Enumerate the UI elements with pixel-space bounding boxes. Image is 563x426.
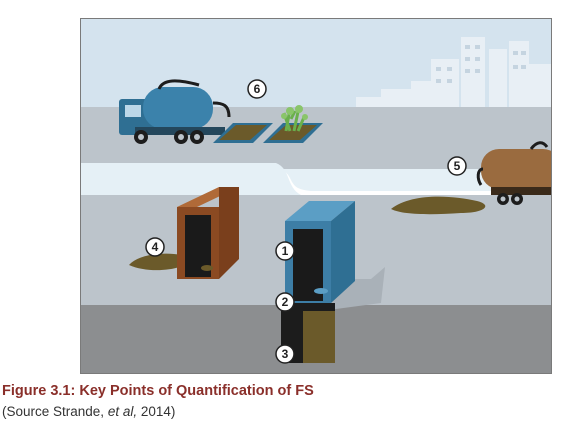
drying-bed-planted [263, 105, 323, 143]
source-text-end: 2014) [137, 404, 176, 419]
city-skyline [356, 37, 551, 109]
marker-6: 6 [247, 79, 267, 99]
svg-text:1: 1 [282, 244, 289, 258]
drying-bed-sludge [213, 123, 273, 143]
svg-text:3: 3 [282, 347, 289, 361]
source-text-start: (Source Strande, [2, 404, 108, 419]
skyline-windows [436, 45, 526, 83]
water-band-right [81, 169, 551, 191]
marker-4: 4 [145, 237, 165, 257]
marker-1: 1 [275, 241, 295, 261]
figure-caption-title: Figure 3.1: Key Points of Quantification… [2, 383, 314, 399]
toilet-structure-blue [281, 201, 385, 363]
marker-3: 3 [275, 344, 295, 364]
water-band [81, 163, 301, 195]
svg-text:2: 2 [282, 295, 289, 309]
fs-quantification-illustration: 1 2 3 4 5 6 [81, 19, 551, 373]
svg-text:4: 4 [152, 240, 159, 254]
vacuum-truck-blue [119, 79, 231, 144]
vacuum-truck-brown [391, 141, 551, 215]
toilet-structure-brown [129, 187, 239, 279]
illustration-frame: 1 2 3 4 5 6 [80, 18, 552, 374]
source-text-italic: et al, [107, 404, 138, 419]
svg-text:6: 6 [254, 82, 261, 96]
figure-caption-source: (Source Strande, et al, 2014) [2, 404, 175, 419]
pit-sludge [303, 311, 335, 363]
marker-5: 5 [447, 156, 467, 176]
marker-2: 2 [275, 292, 295, 312]
svg-text:5: 5 [454, 159, 461, 173]
